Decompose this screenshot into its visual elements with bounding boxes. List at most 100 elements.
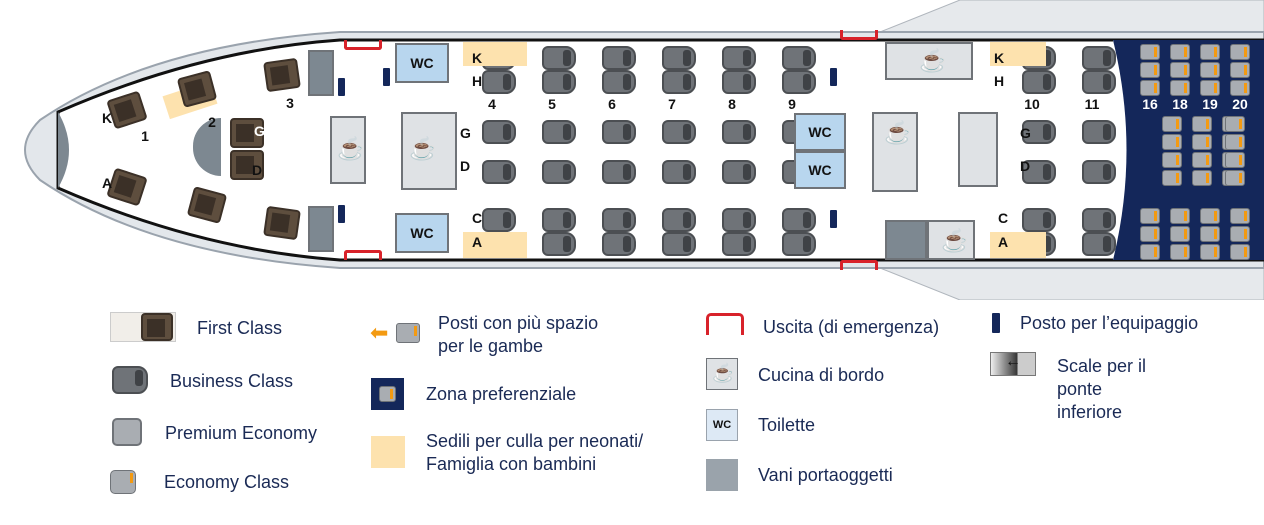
- first-class-seat[interactable]: [263, 205, 301, 241]
- business-seat[interactable]: [602, 46, 636, 70]
- business-seat[interactable]: [1082, 160, 1116, 184]
- business-seat[interactable]: [542, 120, 576, 144]
- business-seat[interactable]: [482, 160, 516, 184]
- business-seat[interactable]: [722, 120, 756, 144]
- economy-seat[interactable]: [1140, 80, 1160, 96]
- economy-seat[interactable]: [1192, 116, 1212, 132]
- arrow-left-icon: ←: [1005, 353, 1021, 370]
- business-seat[interactable]: [542, 160, 576, 184]
- economy-seat[interactable]: [1200, 226, 1220, 242]
- business-seat[interactable]: [722, 232, 756, 256]
- seat-letter: D: [1020, 158, 1031, 174]
- first-class-seat[interactable]: [230, 150, 264, 180]
- business-seat[interactable]: [602, 120, 636, 144]
- business-seat[interactable]: [722, 208, 756, 232]
- business-seat[interactable]: [662, 208, 696, 232]
- galley: ☕: [927, 220, 975, 260]
- seat-letter: K: [102, 110, 113, 126]
- business-seat[interactable]: [1082, 120, 1116, 144]
- row-label: 3: [286, 95, 294, 111]
- business-class-icon: [112, 366, 148, 394]
- economy-seat[interactable]: [1170, 226, 1190, 242]
- business-seat[interactable]: [482, 120, 516, 144]
- economy-seat[interactable]: [1225, 116, 1245, 132]
- business-seat[interactable]: [782, 232, 816, 256]
- economy-seat[interactable]: [1140, 62, 1160, 78]
- galley-cup-icon: ☕: [337, 136, 365, 161]
- economy-seat[interactable]: [1170, 80, 1190, 96]
- business-seat[interactable]: [542, 46, 576, 70]
- economy-seat[interactable]: [1200, 80, 1220, 96]
- economy-seat[interactable]: [1225, 152, 1245, 168]
- economy-seat[interactable]: [1170, 62, 1190, 78]
- business-seat[interactable]: [1022, 120, 1056, 144]
- business-seat[interactable]: [782, 70, 816, 94]
- economy-seat[interactable]: [1192, 170, 1212, 186]
- business-seat[interactable]: [782, 208, 816, 232]
- crew-seat-icon: [992, 313, 1000, 333]
- business-seat[interactable]: [1022, 70, 1056, 94]
- economy-seat[interactable]: [1192, 134, 1212, 150]
- business-seat[interactable]: [662, 232, 696, 256]
- economy-seat[interactable]: [1162, 170, 1182, 186]
- economy-seat[interactable]: [1200, 244, 1220, 260]
- economy-seat[interactable]: [1230, 80, 1250, 96]
- economy-seat[interactable]: [1225, 170, 1245, 186]
- economy-seat[interactable]: [1162, 134, 1182, 150]
- legend-bassinet-line2: Famiglia con bambini: [426, 454, 597, 474]
- business-seat[interactable]: [1082, 208, 1116, 232]
- business-seat[interactable]: [542, 232, 576, 256]
- business-seat[interactable]: [542, 208, 576, 232]
- first-class-seat[interactable]: [263, 57, 301, 93]
- business-seat[interactable]: [542, 70, 576, 94]
- business-seat[interactable]: [482, 208, 516, 232]
- business-seat[interactable]: [722, 70, 756, 94]
- economy-seat[interactable]: [1162, 116, 1182, 132]
- economy-seat[interactable]: [1140, 226, 1160, 242]
- seat-letter: G: [1020, 125, 1031, 141]
- business-seat[interactable]: [602, 208, 636, 232]
- economy-seat[interactable]: [1230, 208, 1250, 224]
- preferred-zone-icon: [371, 378, 404, 410]
- business-seat[interactable]: [1022, 160, 1056, 184]
- economy-seat[interactable]: [1170, 208, 1190, 224]
- business-seat[interactable]: [1022, 208, 1056, 232]
- business-seat[interactable]: [1082, 46, 1116, 70]
- economy-seat[interactable]: [1230, 44, 1250, 60]
- business-seat[interactable]: [1082, 70, 1116, 94]
- row-label: 5: [548, 96, 556, 112]
- row-label: 4: [488, 96, 496, 112]
- business-seat[interactable]: [482, 70, 516, 94]
- economy-seat[interactable]: [1230, 226, 1250, 242]
- economy-seat[interactable]: [1192, 152, 1212, 168]
- business-seat[interactable]: [662, 70, 696, 94]
- economy-seat[interactable]: [1230, 62, 1250, 78]
- first-class-seat[interactable]: [230, 118, 264, 148]
- economy-seat[interactable]: [1230, 244, 1250, 260]
- business-seat[interactable]: [782, 46, 816, 70]
- business-seat[interactable]: [722, 46, 756, 70]
- business-seat[interactable]: [662, 160, 696, 184]
- business-seat[interactable]: [662, 120, 696, 144]
- galley: ☕: [885, 42, 973, 80]
- business-seat[interactable]: [602, 160, 636, 184]
- emergency-exit-bottom: [840, 260, 878, 270]
- business-seat[interactable]: [1082, 232, 1116, 256]
- business-seat[interactable]: [722, 160, 756, 184]
- business-seat[interactable]: [662, 46, 696, 70]
- economy-seat[interactable]: [1200, 44, 1220, 60]
- economy-seat[interactable]: [1170, 44, 1190, 60]
- row-label: 6: [608, 96, 616, 112]
- business-seat[interactable]: [602, 70, 636, 94]
- economy-seat[interactable]: [1140, 208, 1160, 224]
- economy-seat[interactable]: [1170, 244, 1190, 260]
- storage-icon: [706, 459, 738, 491]
- economy-seat[interactable]: [1200, 208, 1220, 224]
- economy-seat[interactable]: [1200, 62, 1220, 78]
- legend-business-class: Business Class: [170, 371, 294, 391]
- economy-seat[interactable]: [1162, 152, 1182, 168]
- economy-seat[interactable]: [1140, 244, 1160, 260]
- economy-seat[interactable]: [1140, 44, 1160, 60]
- business-seat[interactable]: [602, 232, 636, 256]
- economy-seat[interactable]: [1225, 134, 1245, 150]
